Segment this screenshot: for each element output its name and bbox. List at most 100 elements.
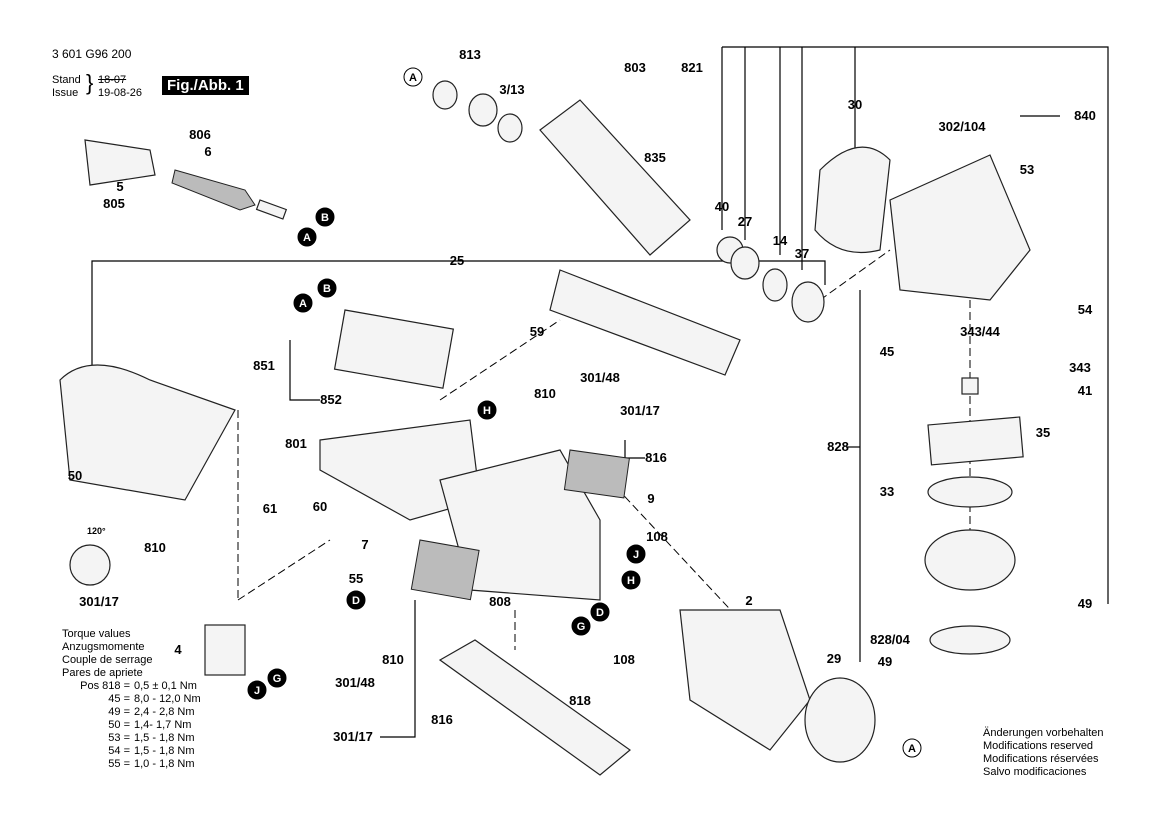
callout-circle xyxy=(902,738,922,758)
stand-label: Stand xyxy=(52,74,81,86)
plug xyxy=(84,139,156,186)
torque-pos: 54 = xyxy=(108,745,130,757)
torque-pos: 49 = xyxy=(108,706,130,718)
part-label: 805 xyxy=(103,196,125,211)
part-label: 852 xyxy=(320,392,342,407)
torque-row: 49 =2,4 - 2,8 Nm xyxy=(62,706,201,719)
callout-letter: A xyxy=(299,298,307,310)
torque-title-en: Torque values xyxy=(62,628,131,640)
part-label: 821 xyxy=(681,60,703,75)
assembly-brackets xyxy=(91,46,1109,738)
part-label: 816 xyxy=(645,450,667,465)
part-label: 302/104 xyxy=(939,119,987,134)
bevel-gear xyxy=(924,529,1016,591)
stand-value: 18-07 xyxy=(98,74,127,86)
callout-letter: A xyxy=(908,743,916,755)
part-label: 50 xyxy=(68,468,82,483)
issue-label: Issue xyxy=(52,87,79,99)
ring-27 xyxy=(730,246,760,280)
part-label: 41 xyxy=(1078,383,1092,398)
torque-row: 55 =1,0 - 1,8 Nm xyxy=(62,758,201,771)
part-label: 5 xyxy=(116,179,123,194)
callout-letter: J xyxy=(254,685,260,697)
callout-circle xyxy=(403,67,423,87)
stator xyxy=(679,609,811,751)
part-label: 816 xyxy=(431,712,453,727)
switch-851 xyxy=(333,309,455,389)
part-label: 806 xyxy=(189,127,211,142)
cable-sleeve xyxy=(171,169,256,211)
label-9 xyxy=(563,449,630,499)
callout-letter: D xyxy=(596,607,604,619)
part-label: 45 xyxy=(880,344,894,359)
part-label: 37 xyxy=(795,246,809,261)
part-label: 2 xyxy=(745,593,752,608)
part-label: 810 xyxy=(534,386,556,401)
bearing-37 xyxy=(791,281,825,323)
part-label: 803 xyxy=(624,60,646,75)
part-label: 3/13 xyxy=(499,82,524,97)
part-label: 801 xyxy=(285,436,307,451)
handle-818 xyxy=(438,639,631,776)
o-ring-33 xyxy=(927,476,1013,508)
part-label: 40 xyxy=(715,199,729,214)
torque-row: 50 =1,4- 1,7 Nm xyxy=(62,719,201,732)
callout-circle xyxy=(346,590,366,610)
cable-clamp xyxy=(69,544,111,586)
bearing xyxy=(468,93,498,127)
disclaimer-es: Salvo modificaciones xyxy=(983,766,1087,778)
disclaimer-en: Modifications reserved xyxy=(983,740,1094,752)
part-label: 60 xyxy=(313,499,327,514)
sleeve-41 xyxy=(961,377,979,395)
part-label: 33 xyxy=(880,484,894,499)
part-label: 810 xyxy=(144,540,166,555)
torque-row: Pos 818 =0,5 ± 0,1 Nm xyxy=(62,680,201,693)
part-label: 108 xyxy=(613,652,635,667)
callout-letter: B xyxy=(321,212,329,224)
callout-circle xyxy=(293,293,313,313)
part-label: 54 xyxy=(1078,302,1093,317)
figure-label: Fig./Abb. 1 xyxy=(162,76,249,95)
gear-housing xyxy=(889,154,1031,301)
callout-letter: B xyxy=(323,283,331,295)
part-label: 7 xyxy=(361,537,368,552)
callout-letter: G xyxy=(577,621,586,633)
callout-letter: A xyxy=(303,232,311,244)
brace: } xyxy=(86,70,94,95)
armature xyxy=(539,99,691,256)
torque-title-fr: Couple de serrage xyxy=(62,654,153,666)
torque-pos: 55 = xyxy=(108,758,130,770)
part-label: 835 xyxy=(644,150,666,165)
callout-circle xyxy=(297,227,317,247)
callout-letter: H xyxy=(483,405,491,417)
part-label: 25 xyxy=(450,253,464,268)
part-label: 343 xyxy=(1069,360,1091,375)
part-label: 301/17 xyxy=(79,594,119,609)
o-ring-828-04 xyxy=(929,625,1011,655)
part-label: 4 xyxy=(174,642,182,657)
part-label: 49 xyxy=(1078,596,1092,611)
callout-circle xyxy=(317,278,337,298)
callout-circle xyxy=(247,680,267,700)
callout-letter: A xyxy=(409,72,417,84)
part-label: 49 xyxy=(878,654,892,669)
callout-circle xyxy=(315,207,335,227)
part-label: 61 xyxy=(263,501,277,516)
part-label: 840 xyxy=(1074,108,1096,123)
callout-letter: D xyxy=(352,595,360,607)
label-808 xyxy=(410,539,480,601)
part-label: 6 xyxy=(204,144,211,159)
guard-flange xyxy=(814,146,891,254)
electronics-4 xyxy=(204,624,246,676)
disclaimer-fr: Modifications réservées xyxy=(983,753,1099,765)
torque-table: Torque values Anzugsmomente Couple de se… xyxy=(62,628,201,771)
part-label: 810 xyxy=(382,652,404,667)
fan-baffle xyxy=(804,677,876,763)
switch-frame xyxy=(319,419,481,521)
disclaimer-de: Änderungen vorbehalten xyxy=(983,727,1104,739)
callout-circle xyxy=(571,616,591,636)
bearing-3-13 xyxy=(497,113,523,143)
part-label: 35 xyxy=(1036,425,1050,440)
